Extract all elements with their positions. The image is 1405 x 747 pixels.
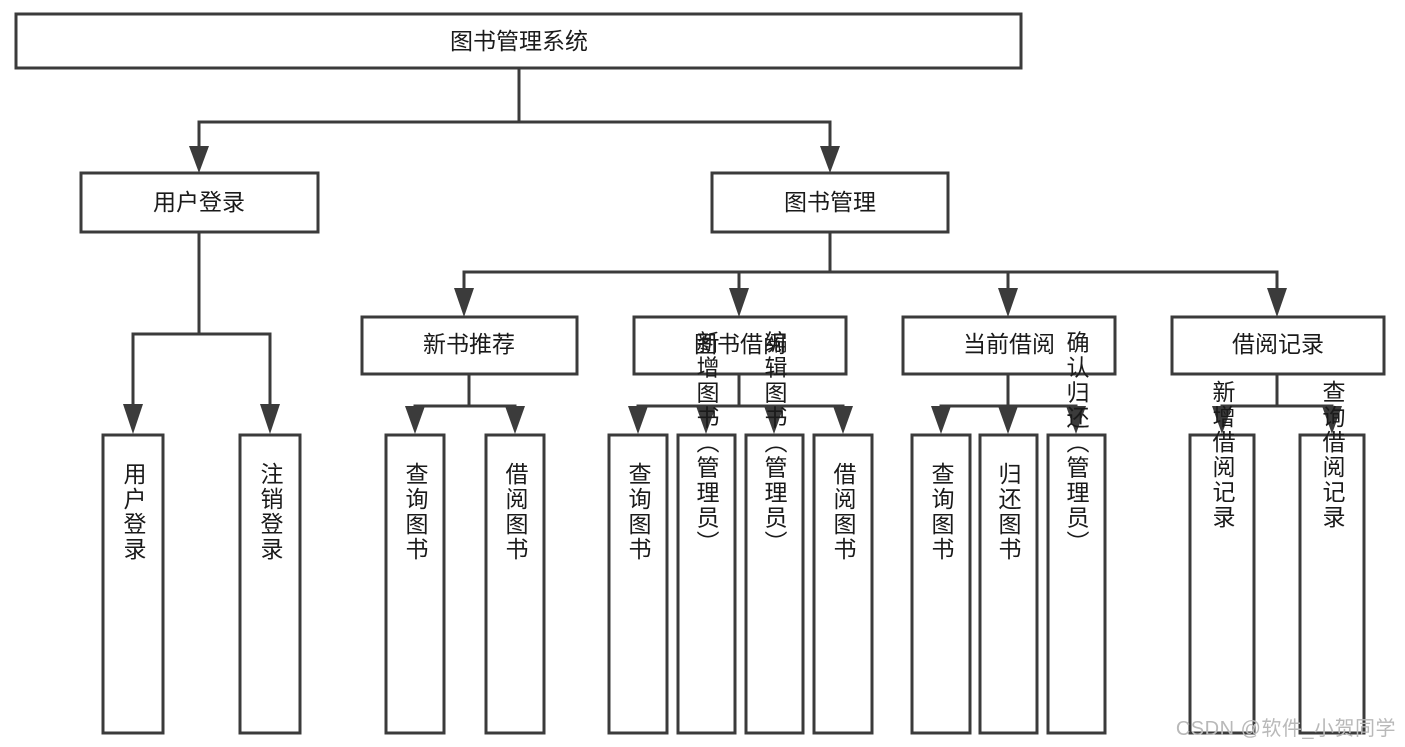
node-leaf-user-login-box[interactable] bbox=[101, 433, 165, 735]
node-leaf-user-logout-box[interactable] bbox=[238, 433, 302, 735]
node-leaf-borrow-book-2[interactable]: 借阅图书 bbox=[812, 433, 874, 735]
node-root-label: 图书管理系统 bbox=[450, 28, 588, 54]
node-leaf-query-record-label: 查询借阅记录 bbox=[1319, 380, 1346, 530]
connector-layer bbox=[123, 66, 1342, 434]
node-book-borrow-label: 图书借阅 bbox=[694, 331, 786, 357]
node-leaf-add-book-label: 新增图书（管理员） bbox=[693, 331, 720, 556]
node-user-login-label: 用户登录 bbox=[153, 189, 245, 215]
node-leaf-query-book-2-label: 查询图书 bbox=[625, 462, 652, 562]
node-leaf-query-book-3-label: 查询图书 bbox=[928, 462, 955, 562]
node-root-box[interactable] bbox=[14, 12, 1023, 70]
arrow-leaf-borrow-book-2 bbox=[833, 406, 853, 434]
node-leaf-return-book-box[interactable] bbox=[978, 433, 1039, 735]
arrow-to-current-borrow bbox=[998, 288, 1018, 317]
arrow-to-book-borrow bbox=[729, 288, 749, 317]
arrow-to-user-login bbox=[189, 146, 209, 173]
arrow-to-borrow-record bbox=[1267, 288, 1287, 317]
node-book-manage-box[interactable] bbox=[710, 171, 950, 234]
node-leaf-borrow-book-2-box[interactable] bbox=[812, 433, 874, 735]
node-book-borrow-box[interactable] bbox=[632, 315, 848, 376]
arrow-leaf-query-record bbox=[1322, 406, 1342, 434]
node-leaf-user-login-label: 用户登录 bbox=[120, 462, 147, 562]
node-leaf-add-book[interactable]: 新增图书（管理员） bbox=[676, 331, 737, 735]
node-leaf-borrow-book-1[interactable]: 借阅图书 bbox=[484, 433, 546, 735]
node-new-book-recommend[interactable]: 新书推荐 bbox=[360, 315, 579, 376]
arrow-leaf-confirm-return bbox=[1066, 406, 1086, 434]
node-leaf-query-record[interactable]: 查询借阅记录 bbox=[1298, 380, 1366, 735]
node-new-book-recommend-label: 新书推荐 bbox=[423, 331, 515, 357]
node-leaf-add-record-box[interactable] bbox=[1188, 433, 1256, 735]
node-leaf-query-book-2-box[interactable] bbox=[607, 433, 669, 735]
node-leaf-query-book-3[interactable]: 查询图书 bbox=[910, 433, 972, 735]
node-leaf-user-login[interactable]: 用户登录 bbox=[101, 433, 165, 735]
node-leaf-borrow-book-1-label: 借阅图书 bbox=[502, 462, 529, 562]
node-leaf-add-book-box[interactable] bbox=[676, 433, 737, 735]
node-leaf-query-book-1-label: 查询图书 bbox=[402, 462, 429, 562]
node-leaf-edit-book-box[interactable] bbox=[744, 433, 805, 735]
arrow-leaf-query-book-3 bbox=[931, 406, 951, 434]
node-leaf-query-book-3-box[interactable] bbox=[910, 433, 972, 735]
node-new-book-recommend-box[interactable] bbox=[360, 315, 579, 376]
node-leaf-confirm-return-box[interactable] bbox=[1046, 433, 1107, 735]
arrow-leaf-user-logout bbox=[260, 404, 280, 434]
arrow-leaf-query-book-2 bbox=[628, 406, 648, 434]
arrow-to-new-book-recommend bbox=[454, 288, 474, 317]
node-borrow-record[interactable]: 借阅记录 bbox=[1170, 315, 1386, 376]
node-leaf-user-logout-label: 注销登录 bbox=[257, 462, 284, 562]
node-root[interactable]: 图书管理系统 bbox=[14, 12, 1023, 70]
node-leaf-query-book-1[interactable]: 查询图书 bbox=[384, 433, 446, 735]
node-leaf-query-book-1-box[interactable] bbox=[384, 433, 446, 735]
node-current-borrow[interactable]: 当前借阅 bbox=[901, 315, 1117, 376]
arrow-leaf-return-book bbox=[998, 406, 1018, 434]
node-leaf-edit-book-label: 编辑图书（管理员） bbox=[761, 331, 788, 556]
node-current-borrow-box[interactable] bbox=[901, 315, 1117, 376]
node-leaf-query-record-box[interactable] bbox=[1298, 433, 1366, 735]
node-user-login-box[interactable] bbox=[79, 171, 320, 234]
node-leaf-confirm-return[interactable]: 确认归还（管理员） bbox=[1046, 331, 1107, 735]
node-user-login[interactable]: 用户登录 bbox=[79, 171, 320, 234]
node-leaf-borrow-book-1-box[interactable] bbox=[484, 433, 546, 735]
node-leaf-add-record[interactable]: 新增借阅记录 bbox=[1188, 380, 1256, 735]
node-current-borrow-label: 当前借阅 bbox=[963, 331, 1055, 357]
node-leaf-return-book[interactable]: 归还图书 bbox=[978, 433, 1039, 735]
node-book-manage[interactable]: 图书管理 bbox=[710, 171, 950, 234]
node-leaf-add-record-label: 新增借阅记录 bbox=[1209, 380, 1236, 530]
arrow-to-book-manage bbox=[820, 146, 840, 173]
node-leaf-user-logout[interactable]: 注销登录 bbox=[238, 433, 302, 735]
node-book-borrow[interactable]: 图书借阅 bbox=[632, 315, 848, 376]
node-leaf-edit-book[interactable]: 编辑图书（管理员） bbox=[744, 331, 805, 735]
node-borrow-record-label: 借阅记录 bbox=[1232, 331, 1324, 357]
arrow-leaf-query-book-1 bbox=[405, 406, 425, 434]
node-book-manage-label: 图书管理 bbox=[784, 189, 876, 215]
node-leaf-return-book-label: 归还图书 bbox=[995, 462, 1022, 562]
arrow-leaf-edit-book bbox=[764, 406, 784, 434]
arrow-leaf-borrow-book-1 bbox=[505, 406, 525, 434]
node-leaf-query-book-2[interactable]: 查询图书 bbox=[607, 433, 669, 735]
arrow-leaf-user-login bbox=[123, 404, 143, 434]
node-borrow-record-box[interactable] bbox=[1170, 315, 1386, 376]
arrow-leaf-add-record bbox=[1212, 406, 1232, 434]
arrow-leaf-add-book bbox=[696, 406, 716, 434]
node-leaf-borrow-book-2-label: 借阅图书 bbox=[830, 462, 857, 562]
node-leaf-confirm-return-label: 确认归还（管理员） bbox=[1063, 331, 1090, 556]
